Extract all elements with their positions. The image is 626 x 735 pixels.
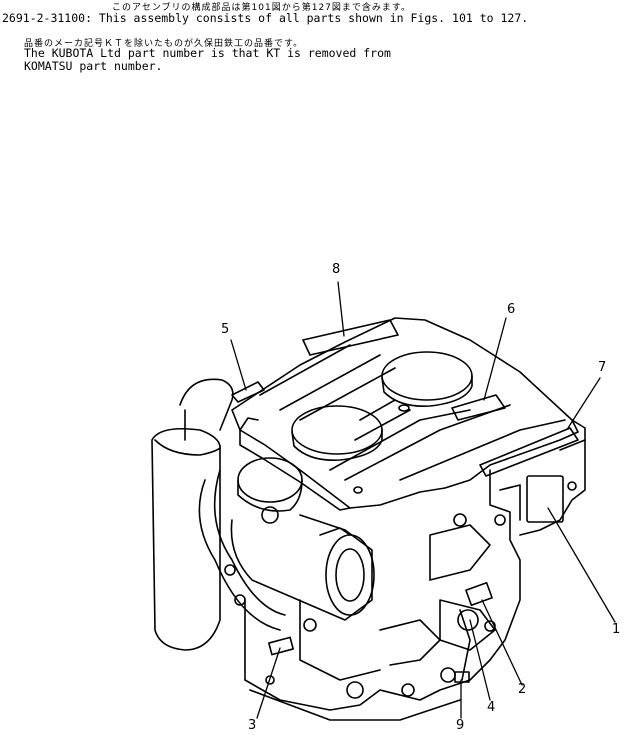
plate-9	[455, 672, 469, 682]
plate-8	[303, 320, 398, 355]
plate-6	[452, 395, 505, 420]
note-english-line-2: KOMATSU part number.	[24, 59, 163, 73]
plate-5	[232, 382, 264, 402]
note-english-line-1: The KUBOTA Ltd part number is that KT is…	[24, 46, 391, 60]
leader-lines	[231, 282, 615, 718]
leader-7	[568, 378, 600, 428]
callout-4: 4	[487, 700, 496, 715]
callout-8: 8	[332, 262, 341, 277]
callout-7: 7	[598, 360, 607, 375]
header-assembly-line: 2691-2-31100: This assembly consists of …	[2, 11, 529, 25]
leader-2	[482, 600, 522, 685]
air-cleaner	[231, 458, 374, 620]
engine-block-lower	[225, 565, 490, 720]
exhaust-muffler	[152, 379, 285, 650]
engine-block-right	[430, 440, 585, 660]
leader-1	[548, 508, 615, 622]
leader-4	[470, 620, 490, 700]
callout-9: 9	[456, 718, 465, 733]
plate-1	[527, 476, 563, 522]
callout-2: 2	[518, 682, 527, 697]
callout-1: 1	[612, 622, 621, 637]
filler-circles	[292, 352, 472, 493]
callout-6: 6	[507, 302, 516, 317]
leader-5	[231, 340, 246, 390]
leader-3	[257, 648, 280, 718]
plate-4-bracket	[460, 610, 470, 680]
plate-2	[466, 583, 492, 606]
note-japanese-line: 品番のメーカ記号ＫＴを除いたものが久保田鉄工の品番です。	[24, 39, 304, 49]
plate-3	[269, 637, 293, 654]
callout-5: 5	[221, 322, 230, 337]
leader-8	[338, 282, 344, 336]
top-cover	[232, 318, 585, 510]
callout-3: 3	[248, 718, 257, 733]
leader-6	[484, 318, 506, 400]
header-japanese-line: このアセンブリの構成部品は第101図から第127図まで含みます。	[112, 3, 412, 13]
cover-plates	[232, 320, 578, 476]
plate-7	[480, 428, 578, 476]
